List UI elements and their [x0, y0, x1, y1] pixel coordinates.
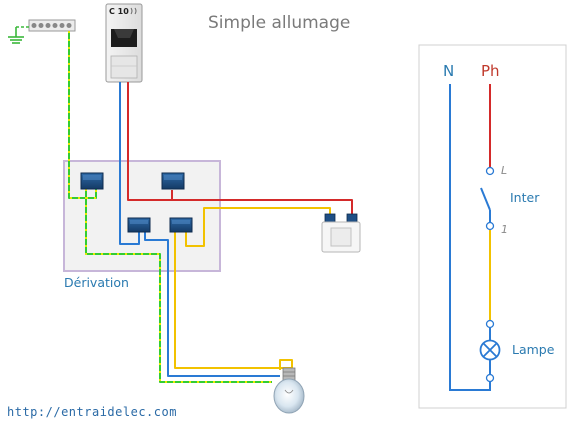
switch-terminal-bottom: 1 [501, 223, 508, 236]
switch-terminal-top: L [501, 164, 507, 177]
breaker-rating: C 10 [109, 7, 129, 16]
switch-label: Inter [510, 190, 540, 205]
switched-wires [174, 207, 331, 370]
schematic-lamp-icon [479, 319, 501, 383]
terminal-phase [161, 172, 185, 190]
lamp-label: Lampe [512, 342, 555, 357]
neutral-label: N [443, 62, 454, 80]
earth-wires [68, 31, 272, 383]
schematic-neutral-line [449, 84, 491, 391]
terminal-earth [80, 172, 104, 190]
junction-box [63, 160, 221, 272]
phase-wires [127, 82, 353, 216]
earth-ground-icon [8, 26, 29, 44]
terminal-neutral [127, 217, 151, 233]
footer-url[interactable]: http://entraidelec.com [7, 405, 177, 419]
neutral-wires [119, 82, 280, 377]
light-bulb-icon [273, 367, 305, 414]
circuit-breaker: C 10 [105, 3, 143, 83]
terminal-switched [169, 217, 193, 233]
phase-label: Ph [481, 62, 500, 80]
earth-terminal-strip [28, 19, 76, 32]
diagram-title: Simple allumage [208, 13, 350, 33]
schematic-switch-icon [480, 166, 495, 231]
wall-switch [321, 213, 361, 253]
junction-box-label: Dérivation [64, 275, 129, 290]
